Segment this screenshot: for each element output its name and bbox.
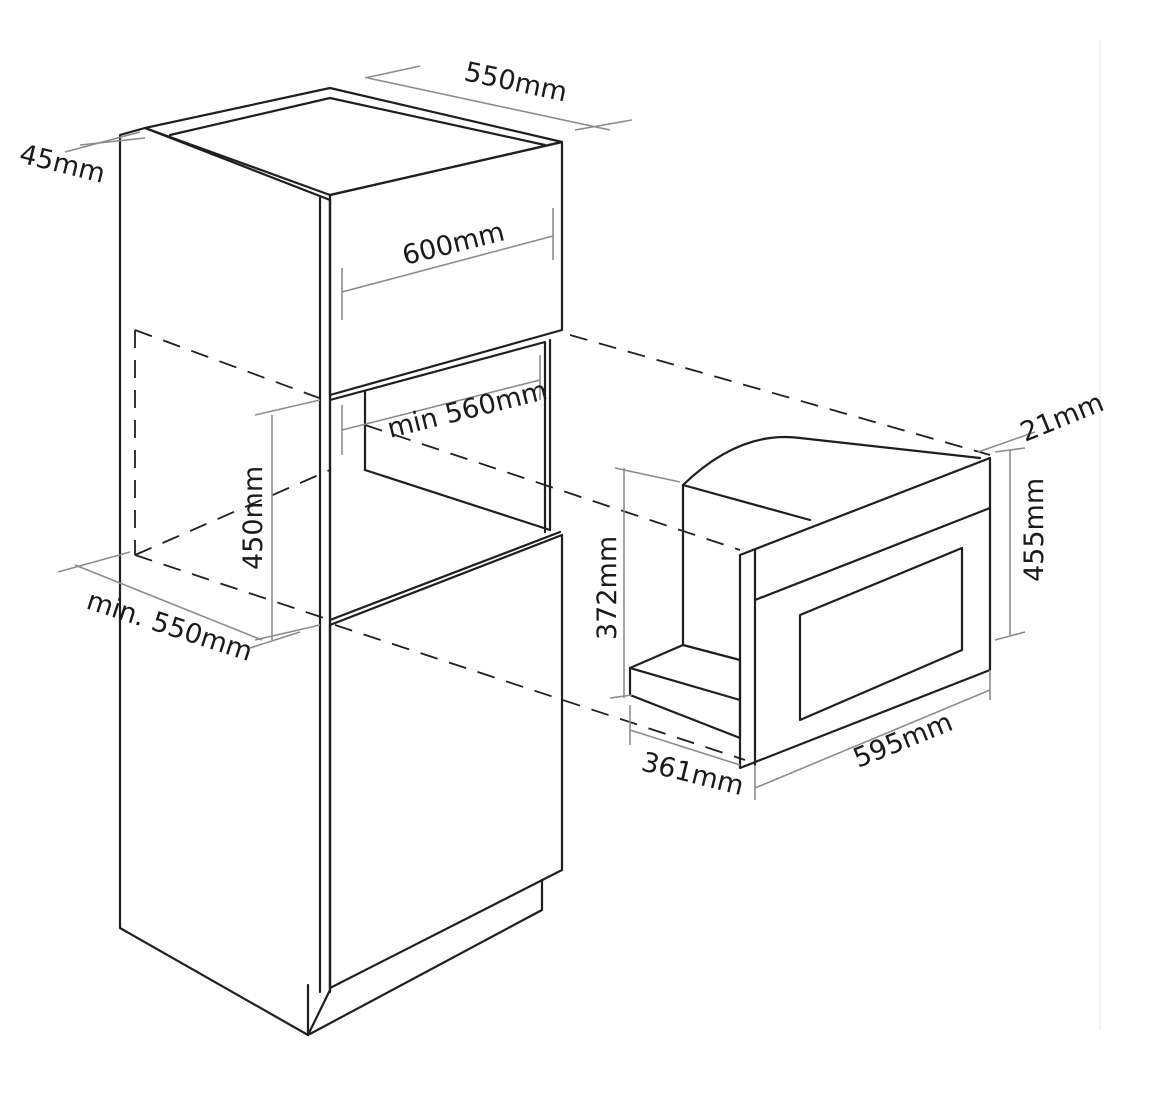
guide-mid-right	[364, 424, 741, 551]
guide-bottom-left-front	[134, 554, 331, 621]
housing-arc-top	[681, 435, 982, 487]
guide-bottom-right	[334, 624, 746, 761]
guide-top-right	[569, 334, 991, 456]
label-niche-height: 450mm	[238, 466, 269, 570]
appliance-window	[798, 546, 964, 722]
appliance-base-box	[628, 643, 742, 740]
label-body-height: 372mm	[592, 536, 623, 640]
dashed-guides	[134, 329, 991, 761]
niche-back-right	[328, 340, 547, 534]
label-body-depth: 361mm	[638, 747, 747, 802]
label-appliance-height: 455mm	[1019, 478, 1050, 582]
label-niche-width: min 560mm	[384, 375, 550, 445]
base-box-top-front	[628, 666, 742, 702]
guide-top-left	[134, 329, 331, 403]
top-panel-back-edge	[328, 96, 547, 147]
cabinet	[118, 86, 564, 1037]
niche-floor-back	[363, 468, 552, 532]
niche-floor-front	[328, 530, 562, 622]
cabinet-left-panel	[118, 126, 332, 1037]
label-panel-thickness: 45mm	[16, 139, 108, 190]
housing-top-edge	[681, 483, 812, 522]
label-cabinet-width: 600mm	[399, 217, 508, 272]
label-frame-depth: 21mm	[1016, 387, 1108, 448]
label-cabinet-depth: 550mm	[462, 57, 570, 109]
label-appliance-width: 595mm	[849, 707, 957, 775]
appliance-front-frame	[738, 456, 992, 770]
control-panel-line	[753, 506, 992, 602]
dimension-lines	[57, 65, 1036, 800]
top-panel-inner-edge	[168, 96, 332, 137]
lower-door-panel	[328, 533, 564, 990]
plinth-edge	[306, 878, 544, 1037]
guide-bottom-left-back	[134, 469, 331, 556]
upper-front-panel	[328, 140, 564, 397]
